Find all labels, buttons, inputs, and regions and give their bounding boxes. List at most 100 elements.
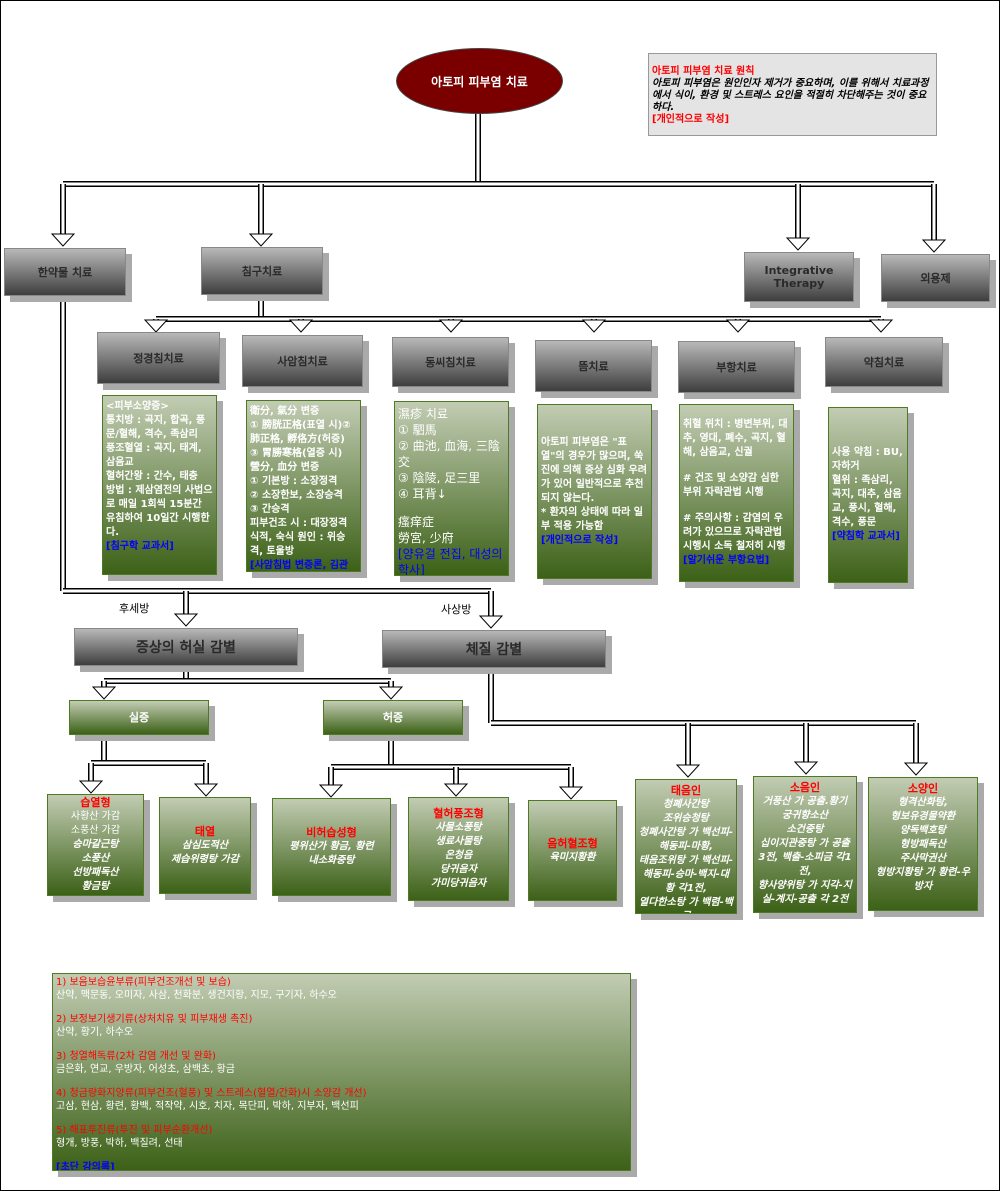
detail-source: [약침학 교과서] <box>832 531 900 542</box>
arrowhead-icon <box>50 233 76 247</box>
rx-title: 소음인 <box>789 781 821 794</box>
rx-formula: 조위승청탕 <box>663 813 709 824</box>
detail-source: [침구학 교과서] <box>106 541 174 552</box>
detail-line: 營分, 血分 변증 <box>250 462 320 473</box>
rx-title: 습열형 <box>80 796 111 809</box>
spacer <box>56 1076 627 1088</box>
rx-formula: 소건중탕 <box>786 824 824 835</box>
note-body: 아토피 피부염은 원인인자 제거가 중요하며, 이를 위해서 치료과정에서 식이… <box>652 78 929 113</box>
detail-line: 아토피 피부염은 "표열"의 경우가 많으며, 쑥진에 의해 증상 심화 우려가… <box>541 436 647 504</box>
rx-formula: 태음조위탕 가 백선피-해동피-승마-백지-대황 각1전, <box>639 855 733 894</box>
detail-line: 衛分, 氣分 변증 <box>250 406 320 417</box>
rx-formula: 형격산화탕, <box>898 797 948 808</box>
rx-title: 소양인 <box>907 782 939 795</box>
arrowhead-icon <box>675 764 701 778</box>
rx-title: 음허혈조형 <box>547 836 598 850</box>
detail-line: ① 駟馬 <box>398 423 437 437</box>
arrowhead-icon <box>921 239 947 253</box>
rx-formula: 소풍산 <box>81 853 110 864</box>
arrowhead-icon <box>173 613 199 627</box>
deficiency-excess-node: 증상의 허실 감별 <box>74 628 298 666</box>
rx-formula: 당귀음자 <box>440 864 477 875</box>
cupping-node: 부항치료 <box>678 341 795 393</box>
arrowhead-icon <box>725 319 751 333</box>
pharmacopuncture-node: 약침치료 <box>825 337 943 387</box>
integrative-therapy-node: Integrative Therapy <box>744 252 854 302</box>
saam-detail: 衛分, 氣分 변증 ① 膀胱正格(표열 시)② 肺正格, 孵佫方(허증) ③ 胃勝寒… <box>246 400 361 572</box>
rx-title: 혈허풍조형 <box>433 807 484 820</box>
detail-line: 勞宮, 少府 <box>398 531 454 545</box>
rx-formula: 삼심도적산 <box>182 839 228 851</box>
rx-formula: 형방패독산 <box>900 839 946 850</box>
arrowhead-icon <box>288 319 314 333</box>
herb-group-title: 4) 청금량화지양류(피부건조(혈풍) 및 스트레스(혈열/간화)시 소양감 개… <box>56 1088 367 1099</box>
rx-formula: 십이지관중탕 가 공출3전, 백출-소피금 각1전, <box>758 838 852 877</box>
detail-line: 瘙痒症 <box>398 515 435 529</box>
herb-group-title: 3) 청열해독류(2차 감염 개선 및 완화) <box>56 1051 216 1062</box>
moxa-detail: 아토피 피부염은 "표열"의 경우가 많으며, 쑥진에 의해 증상 심화 우려가… <box>537 404 652 579</box>
rx-title: 비허습성형 <box>306 826 357 839</box>
dongssi-node: 동씨침치료 <box>392 337 509 387</box>
rx-formula: 사물소풍탕 <box>435 822 482 833</box>
branch-label-right: 사상방 <box>441 603 472 616</box>
cupping-detail: 취혈 위치 : 병변부위, 대추, 영대, 폐수, 곡지, 혈해, 삼음교, 신… <box>679 404 794 582</box>
arrowhead-icon <box>438 319 464 333</box>
arrowhead-icon <box>478 615 504 629</box>
arrowhead-icon <box>903 762 929 776</box>
moxa-node: 뜸치료 <box>535 340 652 392</box>
detail-line: ③ 陰陵, 足三里 <box>398 471 481 485</box>
arrowhead-icon <box>785 237 811 251</box>
detail-line: ③ 胃勝寒格(열증 시) <box>250 448 343 459</box>
herb-group-items: 금은화, 연교, 우방자, 어성초, 삼백초, 황금 <box>56 1063 235 1075</box>
deficiency-pattern-node: 허증 <box>323 700 463 735</box>
principle-note: 아토피 피부염 치료 원칙 아토피 피부염은 원인인자 제거가 중요하며, 이를… <box>648 53 937 136</box>
detail-line: <피부소양증> <box>106 401 169 412</box>
spacer <box>56 1039 627 1051</box>
arrowhead-icon <box>558 786 584 800</box>
spacer <box>398 502 505 514</box>
herb-group-items: 산약, 맥문동, 오미자, 사삼, 천화분, 생건지황, 지모, 구기자, 하수… <box>56 989 337 1001</box>
rx-title: 태열 <box>194 824 216 838</box>
rx-formula: 가미당귀음자 <box>430 878 487 889</box>
detail-source: [사암침법 변증론, 김관우] <box>250 560 349 571</box>
topical-node: 외용제 <box>881 254 990 302</box>
arrowhead-icon <box>78 780 104 794</box>
rx-formula: 열다한소탕 가 백렴-백급 <box>639 897 733 913</box>
detail-line: 취혈 위치 : 병변부위, 대추, 영대, 폐수, 곡지, 혈해, 삼음교, 신… <box>683 419 788 458</box>
spacer <box>56 1150 627 1162</box>
herb-group-items: 산약, 황기, 하수오 <box>56 1026 134 1038</box>
rx-formula: 향사양위탕 가 지각-지실-계지-공출 각 2전 <box>758 880 852 905</box>
detail-line: ① 膀胱正格(표열 시)② 肺正格, 孵佫方(허증) <box>250 420 351 445</box>
detail-line: * 환자의 상태에 따라 일부 적용 가능함 <box>541 506 643 532</box>
arrowhead-icon <box>91 686 117 700</box>
detail-line: 풍조혈열 : 곡지, 태계, 삼음교 <box>106 443 202 468</box>
rx-formula: 황금탕 <box>81 881 110 892</box>
herb-group-items: 형개, 방풍, 박하, 백질려, 선태 <box>56 1137 183 1149</box>
arrowhead-icon <box>793 761 819 775</box>
rx-formula: 형보유경물약환 <box>890 811 956 822</box>
rx-formula: 선방패독산 <box>72 867 119 878</box>
herbal-treatment-node: 한약물 치료 <box>4 248 126 296</box>
detail-line: 피부건조 시 : 대장정격 <box>250 518 348 529</box>
detail-line: 통치방 : 곡지, 합곡, 풍문/혈해, 격수, 족삼리 <box>106 415 206 440</box>
rx-formula: 내소화중탕 <box>308 855 355 866</box>
rx-formula: 양독백호탕 <box>900 825 946 836</box>
spacer <box>56 1113 627 1125</box>
detail-line: 濕疹 치료 <box>398 407 448 421</box>
spacer <box>683 500 790 512</box>
detail-line: ③ 간승격 <box>250 504 290 515</box>
jeonggyeong-node: 정경침치료 <box>97 332 220 384</box>
arrowhead-icon <box>378 686 404 700</box>
spacer <box>683 460 790 472</box>
